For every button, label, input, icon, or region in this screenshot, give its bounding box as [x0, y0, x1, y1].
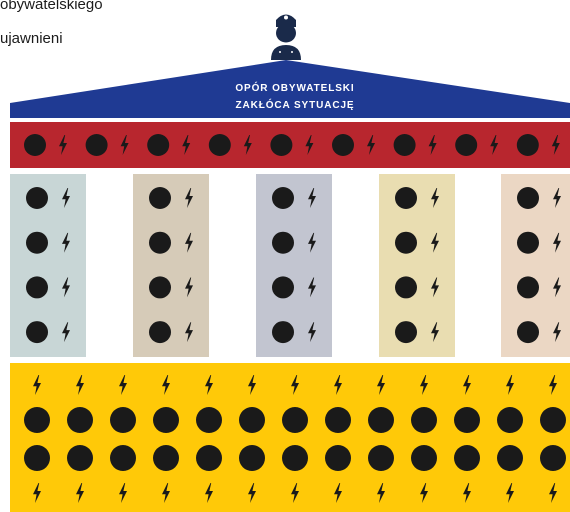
base-dot-icon — [540, 445, 566, 471]
pillar-dot-icon — [149, 187, 171, 209]
base-dot-icon — [368, 407, 394, 433]
base-dot-icon — [325, 407, 351, 433]
pillar-dot-icon — [517, 276, 539, 298]
base-dot-icon — [454, 445, 480, 471]
pillar-dot-icon — [395, 232, 417, 254]
pillar-dot-icon — [517, 321, 539, 343]
base-dot-icon — [110, 407, 136, 433]
pillar-dot-icon — [272, 187, 294, 209]
pillar-dot-icon — [272, 321, 294, 343]
frieze-dot-icon — [270, 134, 292, 156]
base-dot-icon — [67, 445, 93, 471]
base-dot-icon — [110, 445, 136, 471]
pillar-dot-icon — [272, 276, 294, 298]
base-dot-icon — [325, 445, 351, 471]
frieze-dot-icon — [332, 134, 354, 156]
police-officer-icon — [271, 15, 301, 61]
base-dot-icon — [239, 445, 265, 471]
pillar-4 — [379, 174, 455, 357]
pillar-2 — [133, 174, 209, 357]
base-dot-icon — [153, 445, 179, 471]
frieze-dot-icon — [24, 134, 46, 156]
base-dot-icon — [196, 445, 222, 471]
base-dot-icon — [67, 407, 93, 433]
pillar-dot-icon — [149, 232, 171, 254]
pillar-dot-icon — [517, 187, 539, 209]
base-dot-icon — [497, 445, 523, 471]
base-dot-icon — [497, 407, 523, 433]
pillar-1 — [10, 174, 86, 357]
base-dot-icon — [282, 407, 308, 433]
base-dot-icon — [196, 407, 222, 433]
pillar-dot-icon — [395, 187, 417, 209]
pillar-dot-icon — [26, 321, 48, 343]
base-dot-icon — [239, 407, 265, 433]
frieze-dot-icon — [147, 134, 169, 156]
base-dot-icon — [24, 445, 50, 471]
frieze-dot-icon — [86, 134, 108, 156]
pillar-dot-icon — [26, 232, 48, 254]
pillar-dot-icon — [395, 321, 417, 343]
base-dot-icon — [153, 407, 179, 433]
base-block — [10, 363, 570, 512]
roof-title-line-1: OPÓR OBYWATELSKI — [200, 83, 390, 94]
frieze-dot-icon — [517, 134, 539, 156]
base-dot-icon — [282, 445, 308, 471]
pillar-3 — [256, 174, 332, 357]
pillar-dot-icon — [517, 232, 539, 254]
frieze-dot-icon — [209, 134, 231, 156]
pillar-dot-icon — [395, 276, 417, 298]
roof-title-line-2: ZAKŁÓCA SYTUACJĘ — [200, 100, 390, 111]
frieze-dot-icon — [394, 134, 416, 156]
base-dot-icon — [540, 407, 566, 433]
base-dot-icon — [24, 407, 50, 433]
base-dot-icon — [411, 407, 437, 433]
pillar-dot-icon — [149, 276, 171, 298]
pillar-dot-icon — [26, 276, 48, 298]
pillar-dot-icon — [149, 321, 171, 343]
pillar-dot-icon — [26, 187, 48, 209]
pillar-dot-icon — [272, 232, 294, 254]
frieze-dot-icon — [455, 134, 477, 156]
base-dot-icon — [411, 445, 437, 471]
base-dot-icon — [368, 445, 394, 471]
base-dot-icon — [454, 407, 480, 433]
